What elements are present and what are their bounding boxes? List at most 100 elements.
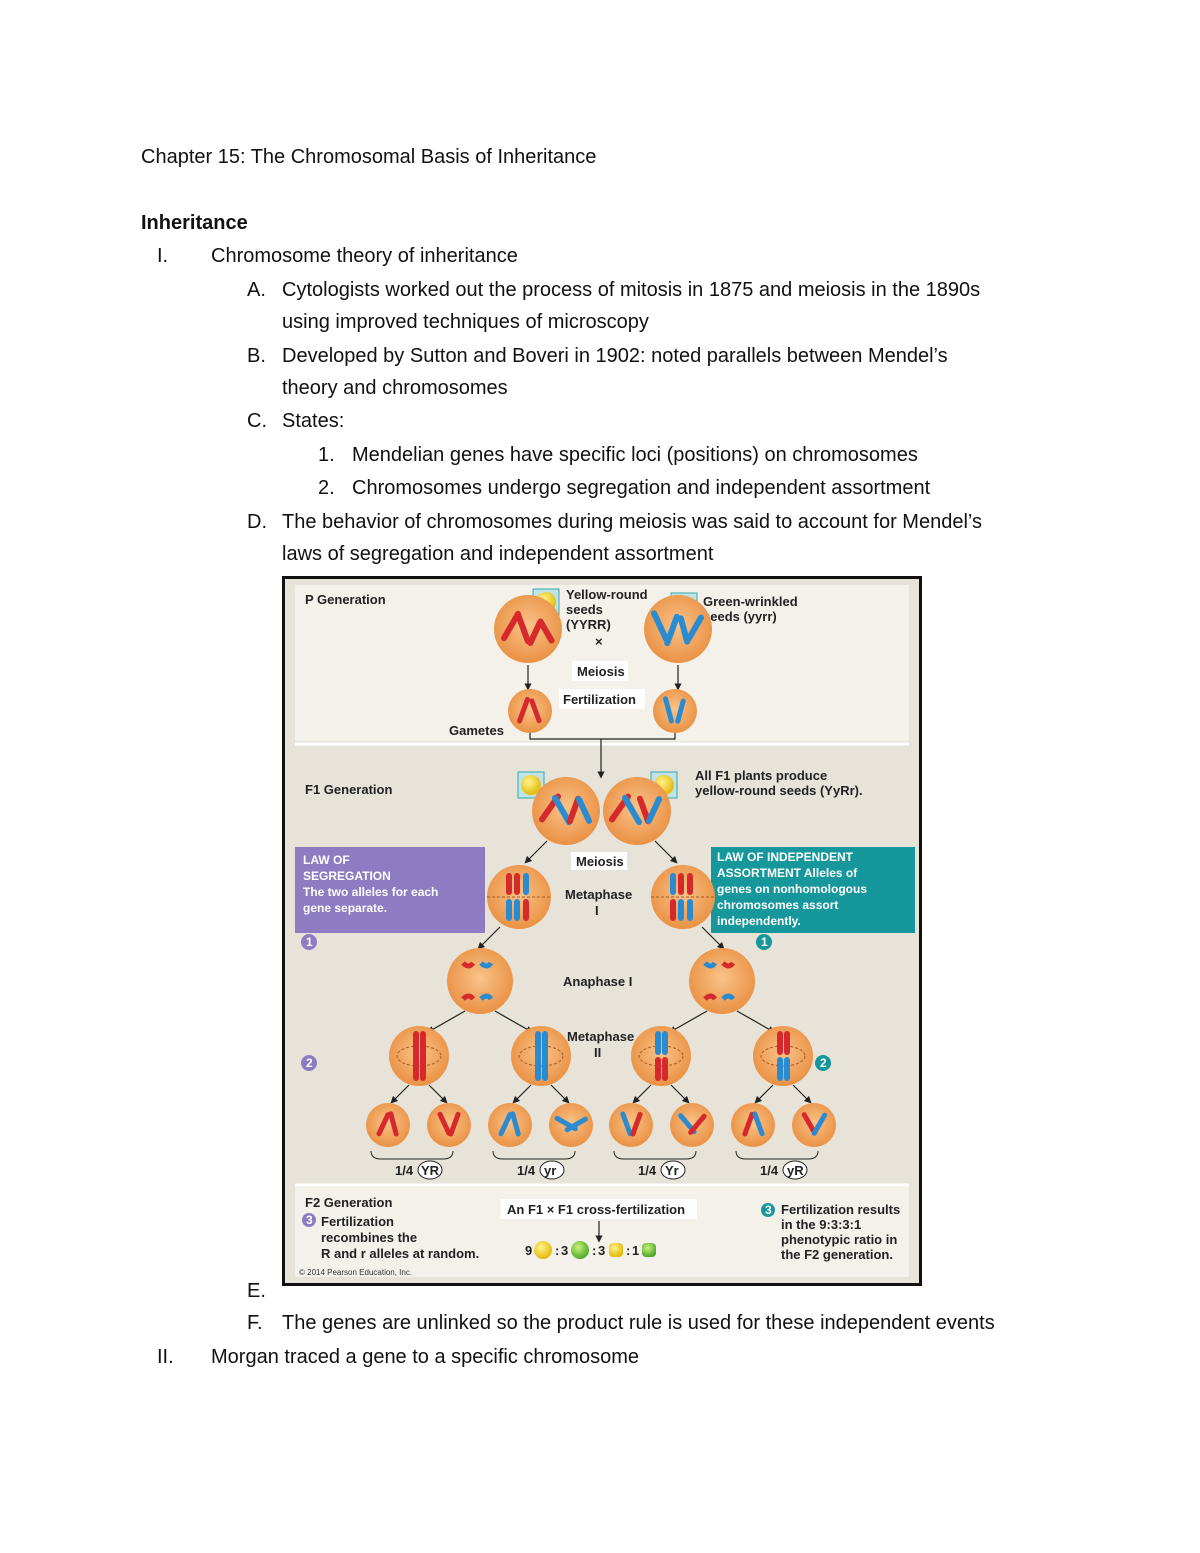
section-heading: Inheritance: [141, 212, 248, 234]
green-wrinkled-ratio-icon: [642, 1243, 656, 1257]
outline-item-a-line2: using improved techniques of microscopy: [282, 311, 649, 333]
metaphase-i-cell-left: [487, 865, 551, 929]
law-of-segregation-box: [295, 847, 485, 933]
f1-generation-label: F1 Generation: [305, 782, 392, 797]
result-line3: phenotypic ratio in: [781, 1232, 897, 1247]
gamete-frac-4: 1/4: [760, 1163, 779, 1178]
ratio-3a: 3: [561, 1243, 568, 1258]
law-ind-line3: genes on nonhomologous: [717, 882, 867, 896]
outline-marker-c: C.: [247, 410, 267, 432]
step-1-badge-left: [301, 934, 317, 950]
outline-item-a-line1: Cytologists worked out the process of mi…: [282, 279, 981, 301]
ratio-9: 9: [525, 1243, 532, 1258]
outline-marker-c1: 1.: [318, 444, 335, 466]
outline-marker-b: B.: [247, 345, 266, 367]
gamete-frac-3: 1/4: [638, 1163, 657, 1178]
outline-item-b-line1: Developed by Sutton and Boveri in 1902: …: [282, 345, 948, 367]
step-3-left: 3: [306, 1213, 313, 1227]
mendel-chromosome-figure: P Generation Yellow-round seeds (YYRR) ×…: [282, 576, 922, 1286]
step-2-right: 2: [820, 1056, 827, 1070]
outline-item-d-line1: The behavior of chromosomes during meios…: [282, 511, 982, 533]
f2-fert-line2: recombines the: [321, 1230, 417, 1245]
anaphase-i-cell-right: [689, 948, 755, 1014]
meiosis-label-f1: Meiosis: [576, 854, 624, 869]
metaphase-i-cell-right: [651, 865, 715, 929]
f1-cell-right: [603, 777, 671, 845]
yellow-wrinkled-ratio-icon: [609, 1243, 623, 1257]
yellow-round-label-2: seeds: [566, 602, 603, 617]
step-2-badge-right: [815, 1055, 831, 1071]
f1-cell-left: [532, 777, 600, 845]
law-of-independent-assortment-box: [711, 847, 915, 933]
step-1-right: 1: [761, 935, 768, 949]
gamete-geno-4: yR: [787, 1163, 804, 1178]
yellow-round-ratio-icon: [534, 1241, 552, 1259]
step-3-right: 3: [765, 1203, 772, 1217]
figure-svg: P Generation Yellow-round seeds (YYRR) ×…: [295, 585, 915, 1277]
svg-text::: :: [592, 1243, 596, 1258]
outline-marker-d: D.: [247, 511, 267, 533]
ratio-3b: 3: [598, 1243, 605, 1258]
law-seg-line1: LAW OF: [303, 853, 350, 867]
p-generation-label: P Generation: [305, 592, 386, 607]
metaphase-ii-cell-3: [631, 1026, 691, 1086]
p-cell-green: [644, 595, 712, 663]
page-title: Chapter 15: The Chromosomal Basis of Inh…: [141, 146, 597, 168]
result-line1: Fertilization results: [781, 1202, 900, 1217]
svg-text::: :: [555, 1243, 559, 1258]
gamete-geno-1: YR: [421, 1163, 440, 1178]
anaphase-i-label: Anaphase I: [563, 974, 632, 989]
outline-marker-e: E.: [247, 1280, 266, 1302]
metaphase-ii-cell-2: [511, 1026, 571, 1086]
cross-fertilization-label: An F1 × F1 cross-fertilization: [507, 1202, 685, 1217]
outline-marker-i: I.: [157, 245, 169, 267]
step-2-left: 2: [306, 1056, 313, 1070]
copyright-notice: © 2014 Pearson Education, Inc.: [299, 1268, 412, 1277]
metaphase-ii-cell-1: [389, 1026, 449, 1086]
f1-note-line1: All F1 plants produce: [695, 768, 827, 783]
gamete-frac-2: 1/4: [517, 1163, 536, 1178]
law-seg-line3: The two alleles for each: [303, 885, 438, 899]
metaphase-ii-label-1: Metaphase: [567, 1029, 634, 1044]
green-wrinkled-label-1: Green-wrinkled: [703, 594, 798, 609]
outline-marker-a: A.: [247, 279, 266, 301]
svg-text::: :: [626, 1243, 630, 1258]
outline-item-b-line2: theory and chromosomes: [282, 377, 508, 399]
step-3-badge-right: [761, 1203, 775, 1217]
gamete-cell-green: [653, 689, 697, 733]
gametes-label: Gametes: [449, 723, 504, 738]
outline-item-f: The genes are unlinked so the product ru…: [282, 1312, 995, 1334]
result-line4: the F2 generation.: [781, 1247, 893, 1262]
metaphase-i-label-1: Metaphase: [565, 887, 632, 902]
meiosis-label-top: Meiosis: [577, 664, 625, 679]
law-ind-line2: ASSORTMENT Alleles of: [717, 866, 858, 880]
ratio-1: 1: [632, 1243, 639, 1258]
gamete-geno-2: yr: [544, 1163, 556, 1178]
cross-symbol: ×: [595, 634, 603, 649]
anaphase-i-cell-left: [447, 948, 513, 1014]
outline-item-c2: Chromosomes undergo segregation and inde…: [352, 477, 931, 499]
metaphase-ii-cell-4: [753, 1026, 813, 1086]
yellow-round-label-3: (YYRR): [566, 617, 611, 632]
f2-fert-line1: Fertilization: [321, 1214, 394, 1229]
green-round-ratio-icon: [571, 1241, 589, 1259]
outline-item-c: States:: [282, 410, 345, 432]
step-1-badge-right: [756, 934, 772, 950]
metaphase-ii-label-2: II: [594, 1045, 601, 1060]
outline-marker-c2: 2.: [318, 477, 335, 499]
outline-item-d-line2: laws of segregation and independent asso…: [282, 543, 714, 565]
outline-item-c1: Mendelian genes have specific loci (posi…: [352, 444, 918, 466]
step-1-left: 1: [306, 935, 313, 949]
f1-note-line2: yellow-round seeds (YyRr).: [695, 783, 863, 798]
law-seg-line2: SEGREGATION: [303, 869, 391, 883]
law-seg-line4: gene separate.: [303, 901, 387, 915]
yellow-round-label-1: Yellow-round: [566, 587, 648, 602]
gamete-cells-row: [366, 1103, 836, 1147]
gamete-cell-yellow: [508, 689, 552, 733]
step-2-badge-left: [301, 1055, 317, 1071]
p-cell-yellow: [494, 595, 562, 663]
outline-item-i: Chromosome theory of inheritance: [211, 245, 518, 267]
law-ind-line4: chromosomes assort: [717, 898, 838, 912]
law-ind-line5: independently.: [717, 914, 801, 928]
